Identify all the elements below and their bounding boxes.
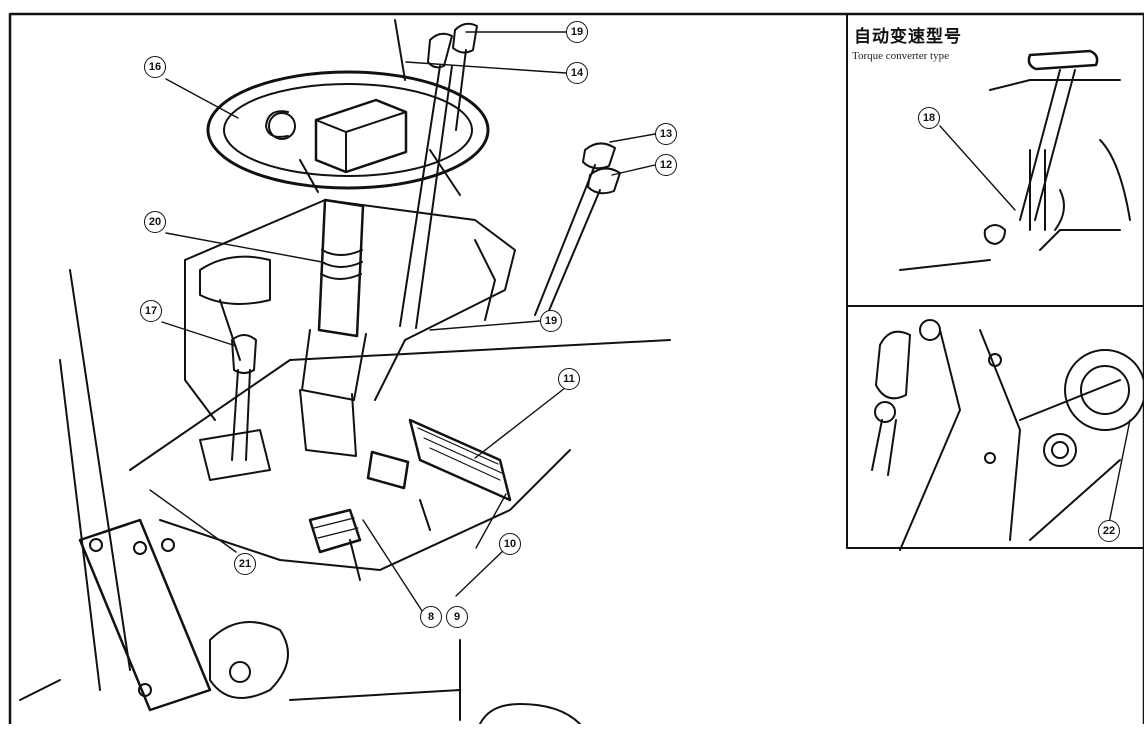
callout-8: 8: [420, 606, 442, 628]
callout-14: 14: [566, 62, 588, 84]
callout-20: 20: [144, 211, 166, 233]
upper-levers: [394, 19, 478, 329]
parking-brake-lever: [199, 334, 271, 481]
callout-13: 13: [655, 123, 677, 145]
callout-17: 17: [140, 300, 162, 322]
leader-lines: [149, 31, 656, 615]
ignition-key-drawing: [871, 319, 1144, 551]
callout-9: 9: [446, 606, 468, 628]
callout-16: 16: [144, 56, 166, 78]
callout-11: 11: [558, 368, 580, 390]
callout-19-top: 19: [566, 21, 588, 43]
overhead-guard-posts: [19, 269, 131, 701]
callout-22: 22: [1098, 520, 1120, 542]
steering-column: [299, 198, 367, 457]
inset-title-chinese: 自动变速型号: [854, 27, 962, 47]
torque-converter-lever-drawing: [899, 49, 1131, 271]
callout-12: 12: [655, 154, 677, 176]
ignition-inset-frame: [846, 305, 1144, 549]
callout-21: 21: [234, 553, 256, 575]
floor-and-pedals: [129, 339, 671, 581]
callout-10: 10: [499, 533, 521, 555]
inset-title-english: Torque converter type: [852, 50, 949, 62]
dashboard-cowl: [184, 199, 516, 421]
callout-18: 18: [918, 107, 940, 129]
seat-bracket: [78, 518, 581, 725]
control-levers-right: [534, 142, 621, 321]
callout-19-middle: 19: [540, 310, 562, 332]
steering-wheel: [206, 70, 490, 196]
